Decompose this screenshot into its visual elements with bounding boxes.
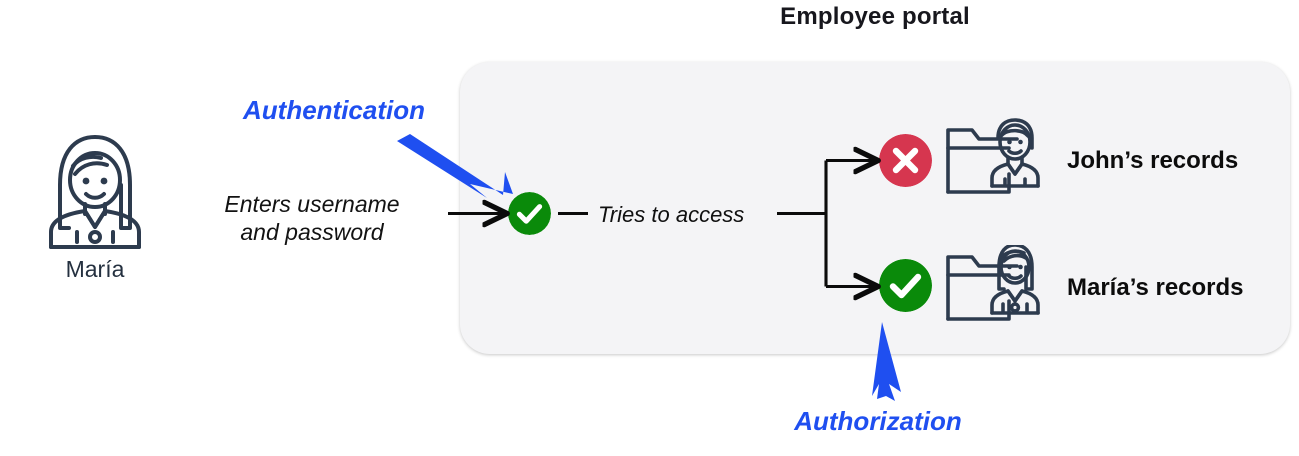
folder-person-male-icon bbox=[946, 118, 1040, 194]
record-row-john: John’s records bbox=[945, 118, 1238, 204]
record-row-maria: María’s records bbox=[945, 245, 1244, 331]
callout-credentials-line1: Enters username bbox=[224, 190, 400, 217]
check-circle-icon-maria bbox=[879, 259, 932, 312]
callout-credentials: Enters username and password bbox=[196, 185, 428, 251]
callout-authentication: Authentication bbox=[228, 85, 440, 136]
record-label-john: John’s records bbox=[1067, 147, 1239, 174]
record-label-maria: María’s records bbox=[1067, 274, 1244, 301]
actor-name: María bbox=[65, 256, 125, 282]
flow-label-tries-to-access: Tries to access bbox=[598, 202, 745, 227]
callout-credentials-line2: and password bbox=[240, 219, 384, 245]
person-female-icon bbox=[49, 135, 141, 249]
employee-portal-panel bbox=[460, 62, 1290, 354]
folder-person-female-icon bbox=[946, 245, 1040, 321]
portal-title: Employee portal bbox=[780, 3, 970, 30]
actor-maria: María bbox=[20, 128, 170, 283]
x-circle-icon-john bbox=[879, 134, 932, 187]
callout-authorization: Authorization bbox=[775, 399, 981, 445]
check-circle-icon-authentication bbox=[508, 192, 551, 235]
